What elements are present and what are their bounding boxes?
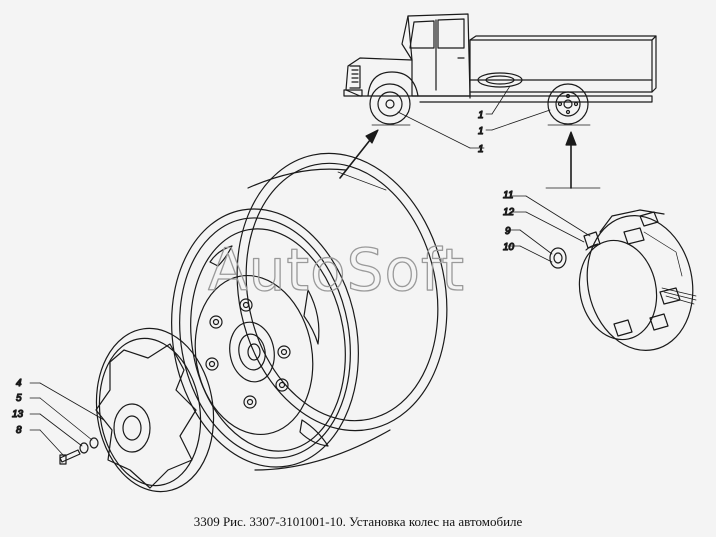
truck-illustration (343, 13, 657, 126)
detail-leader-lines (507, 195, 591, 263)
truck-leader-lines (397, 85, 551, 149)
callout-labels: 1 1 1 11 12 9 10 4 5 13 8 (11, 109, 515, 436)
callout-cap-8: 8 (16, 425, 22, 436)
hubcap-leader-lines (29, 382, 105, 457)
callout-cap-13: 13 (12, 409, 24, 420)
brake-drum-illustration (549, 209, 697, 351)
callout-truck-front: 1 (478, 144, 484, 155)
figure-caption: 3309 Рис. 3307-3101001-10. Установка кол… (193, 514, 523, 529)
autosoft-watermark: AutoSoft (208, 236, 465, 304)
hubcap-illustration (59, 327, 215, 493)
assembly-arrows (337, 129, 601, 191)
callout-nut-9: 9 (505, 226, 511, 237)
callout-truck-rear: 1 (478, 126, 484, 137)
callout-cap-4: 4 (16, 378, 22, 389)
callout-nut-12: 12 (503, 207, 515, 218)
callout-truck-spare: 1 (478, 110, 484, 121)
callout-nut-11: 11 (503, 190, 513, 201)
callout-cap-5: 5 (16, 393, 22, 404)
callout-nut-10: 10 (503, 242, 515, 253)
